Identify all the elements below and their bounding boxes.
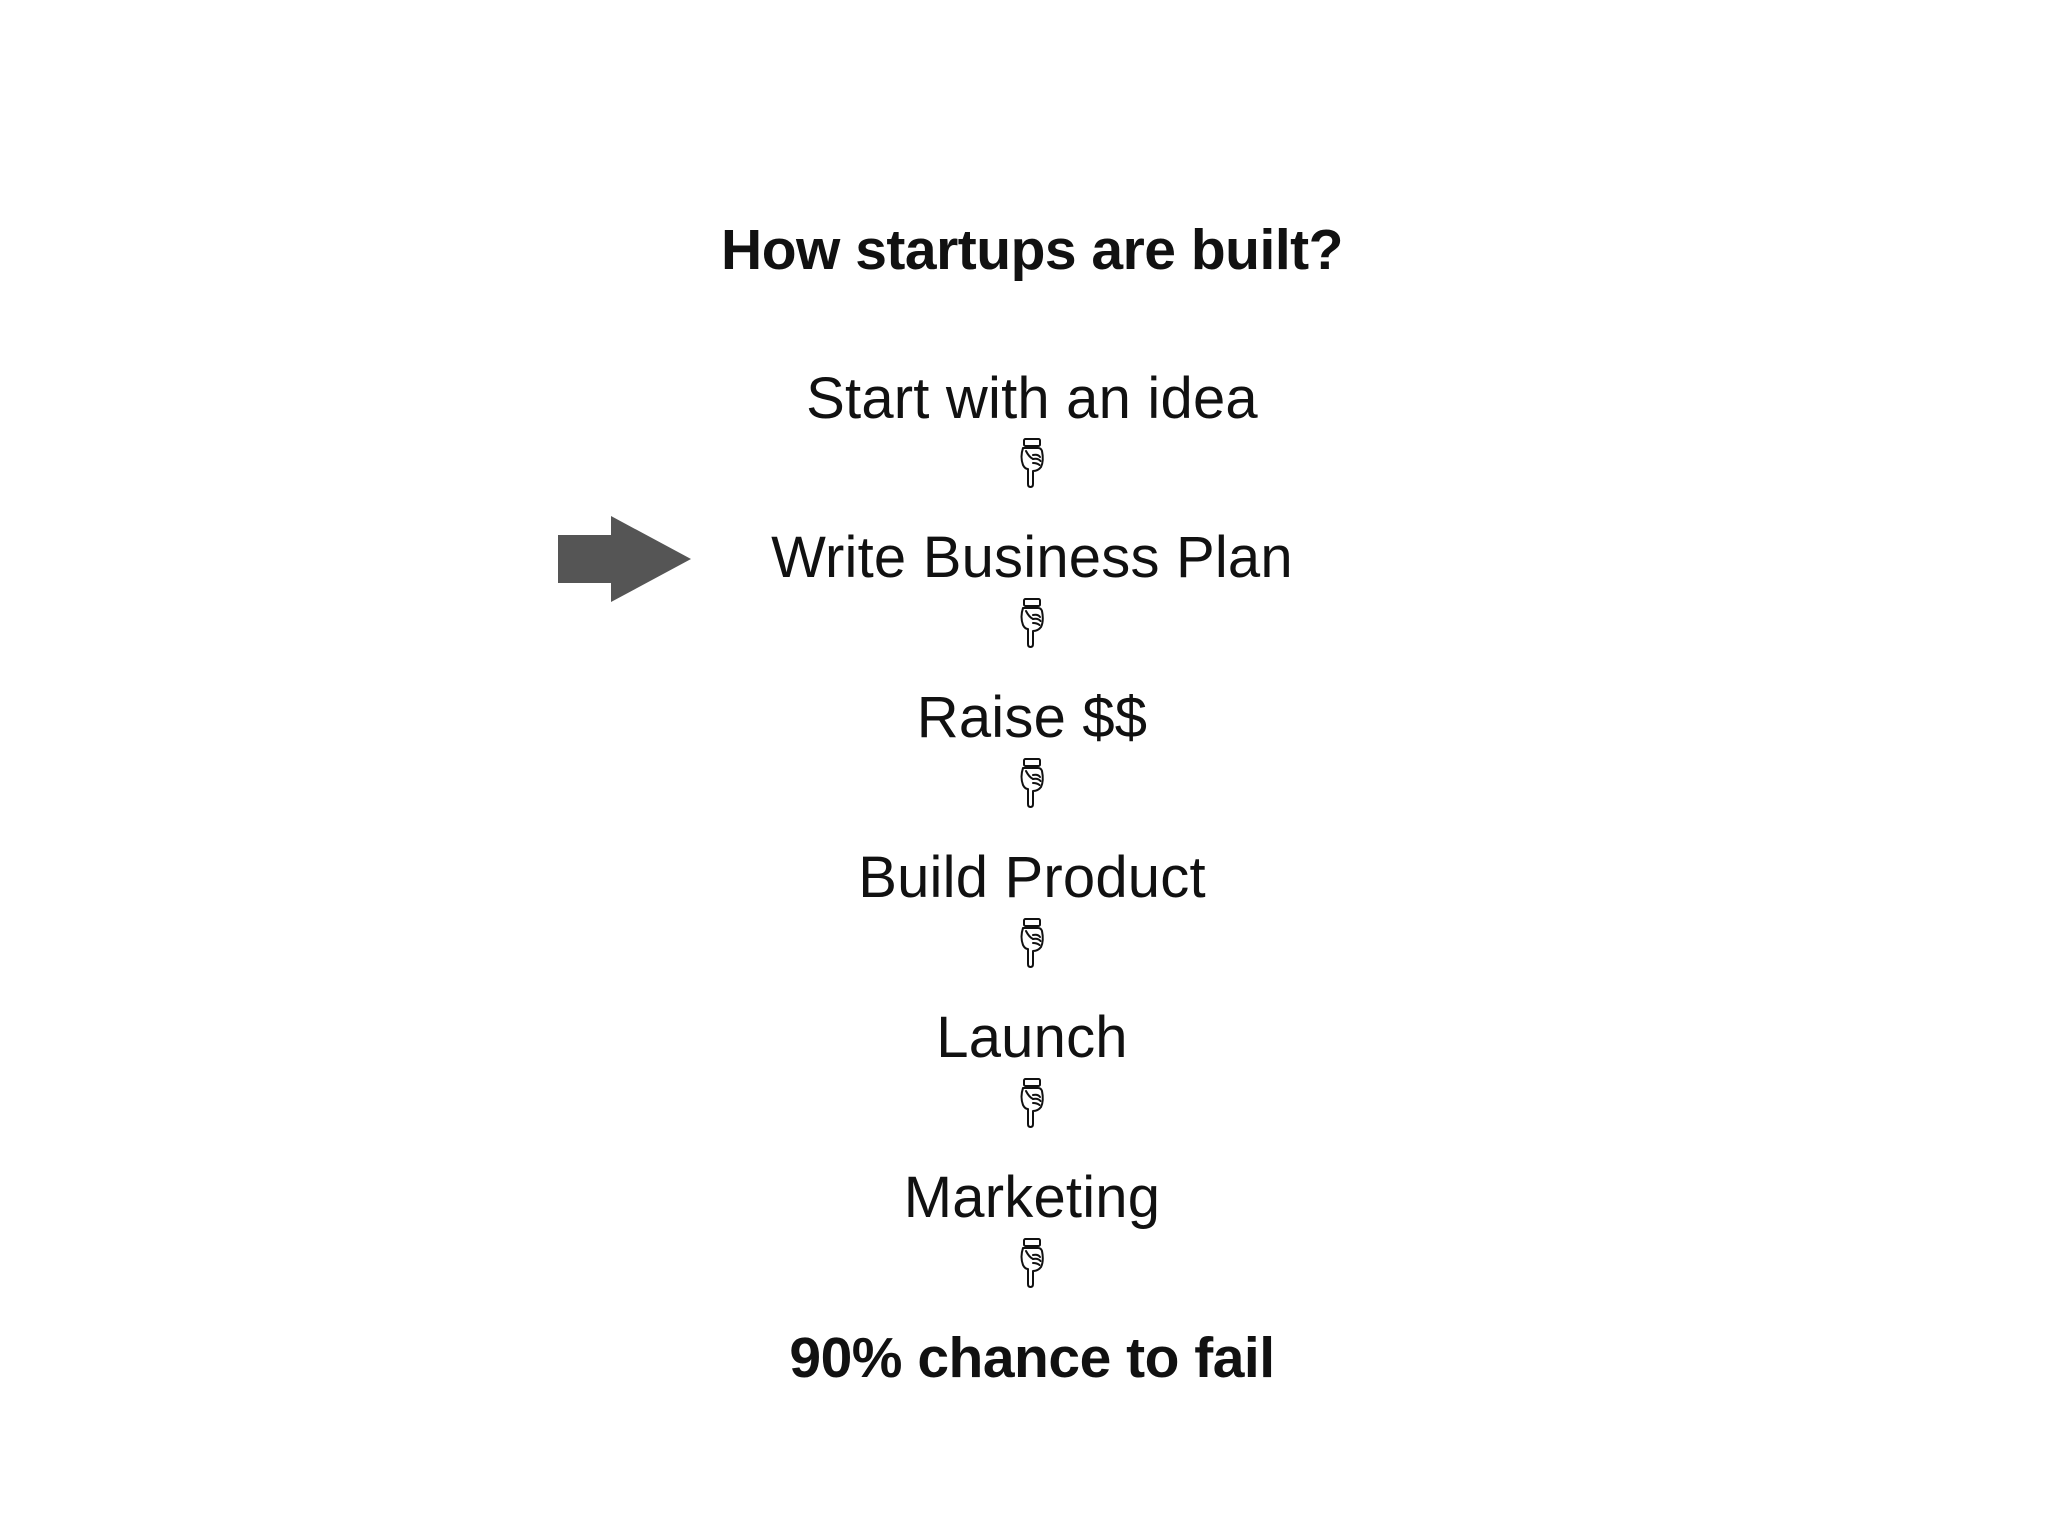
- step-build-product: Build Product: [858, 845, 1206, 910]
- step-launch: Launch: [936, 1005, 1128, 1070]
- arrow-right-icon: [558, 516, 691, 602]
- diagram-title: How startups are built?: [721, 218, 1343, 282]
- step-write-business-plan: Write Business Plan: [771, 525, 1293, 590]
- hand-pointing-down-icon: [1020, 1078, 1044, 1128]
- step-raise-money: Raise $$: [916, 685, 1148, 750]
- outcome-label: 90% chance to fail: [789, 1326, 1275, 1390]
- step-marketing: Marketing: [903, 1165, 1161, 1230]
- hand-pointing-down-icon: [1020, 758, 1044, 808]
- hand-pointing-down-icon: [1020, 438, 1044, 488]
- step-start-with-idea: Start with an idea: [806, 366, 1258, 431]
- hand-pointing-down-icon: [1020, 598, 1044, 648]
- hand-pointing-down-icon: [1020, 918, 1044, 968]
- hand-pointing-down-icon: [1020, 1238, 1044, 1288]
